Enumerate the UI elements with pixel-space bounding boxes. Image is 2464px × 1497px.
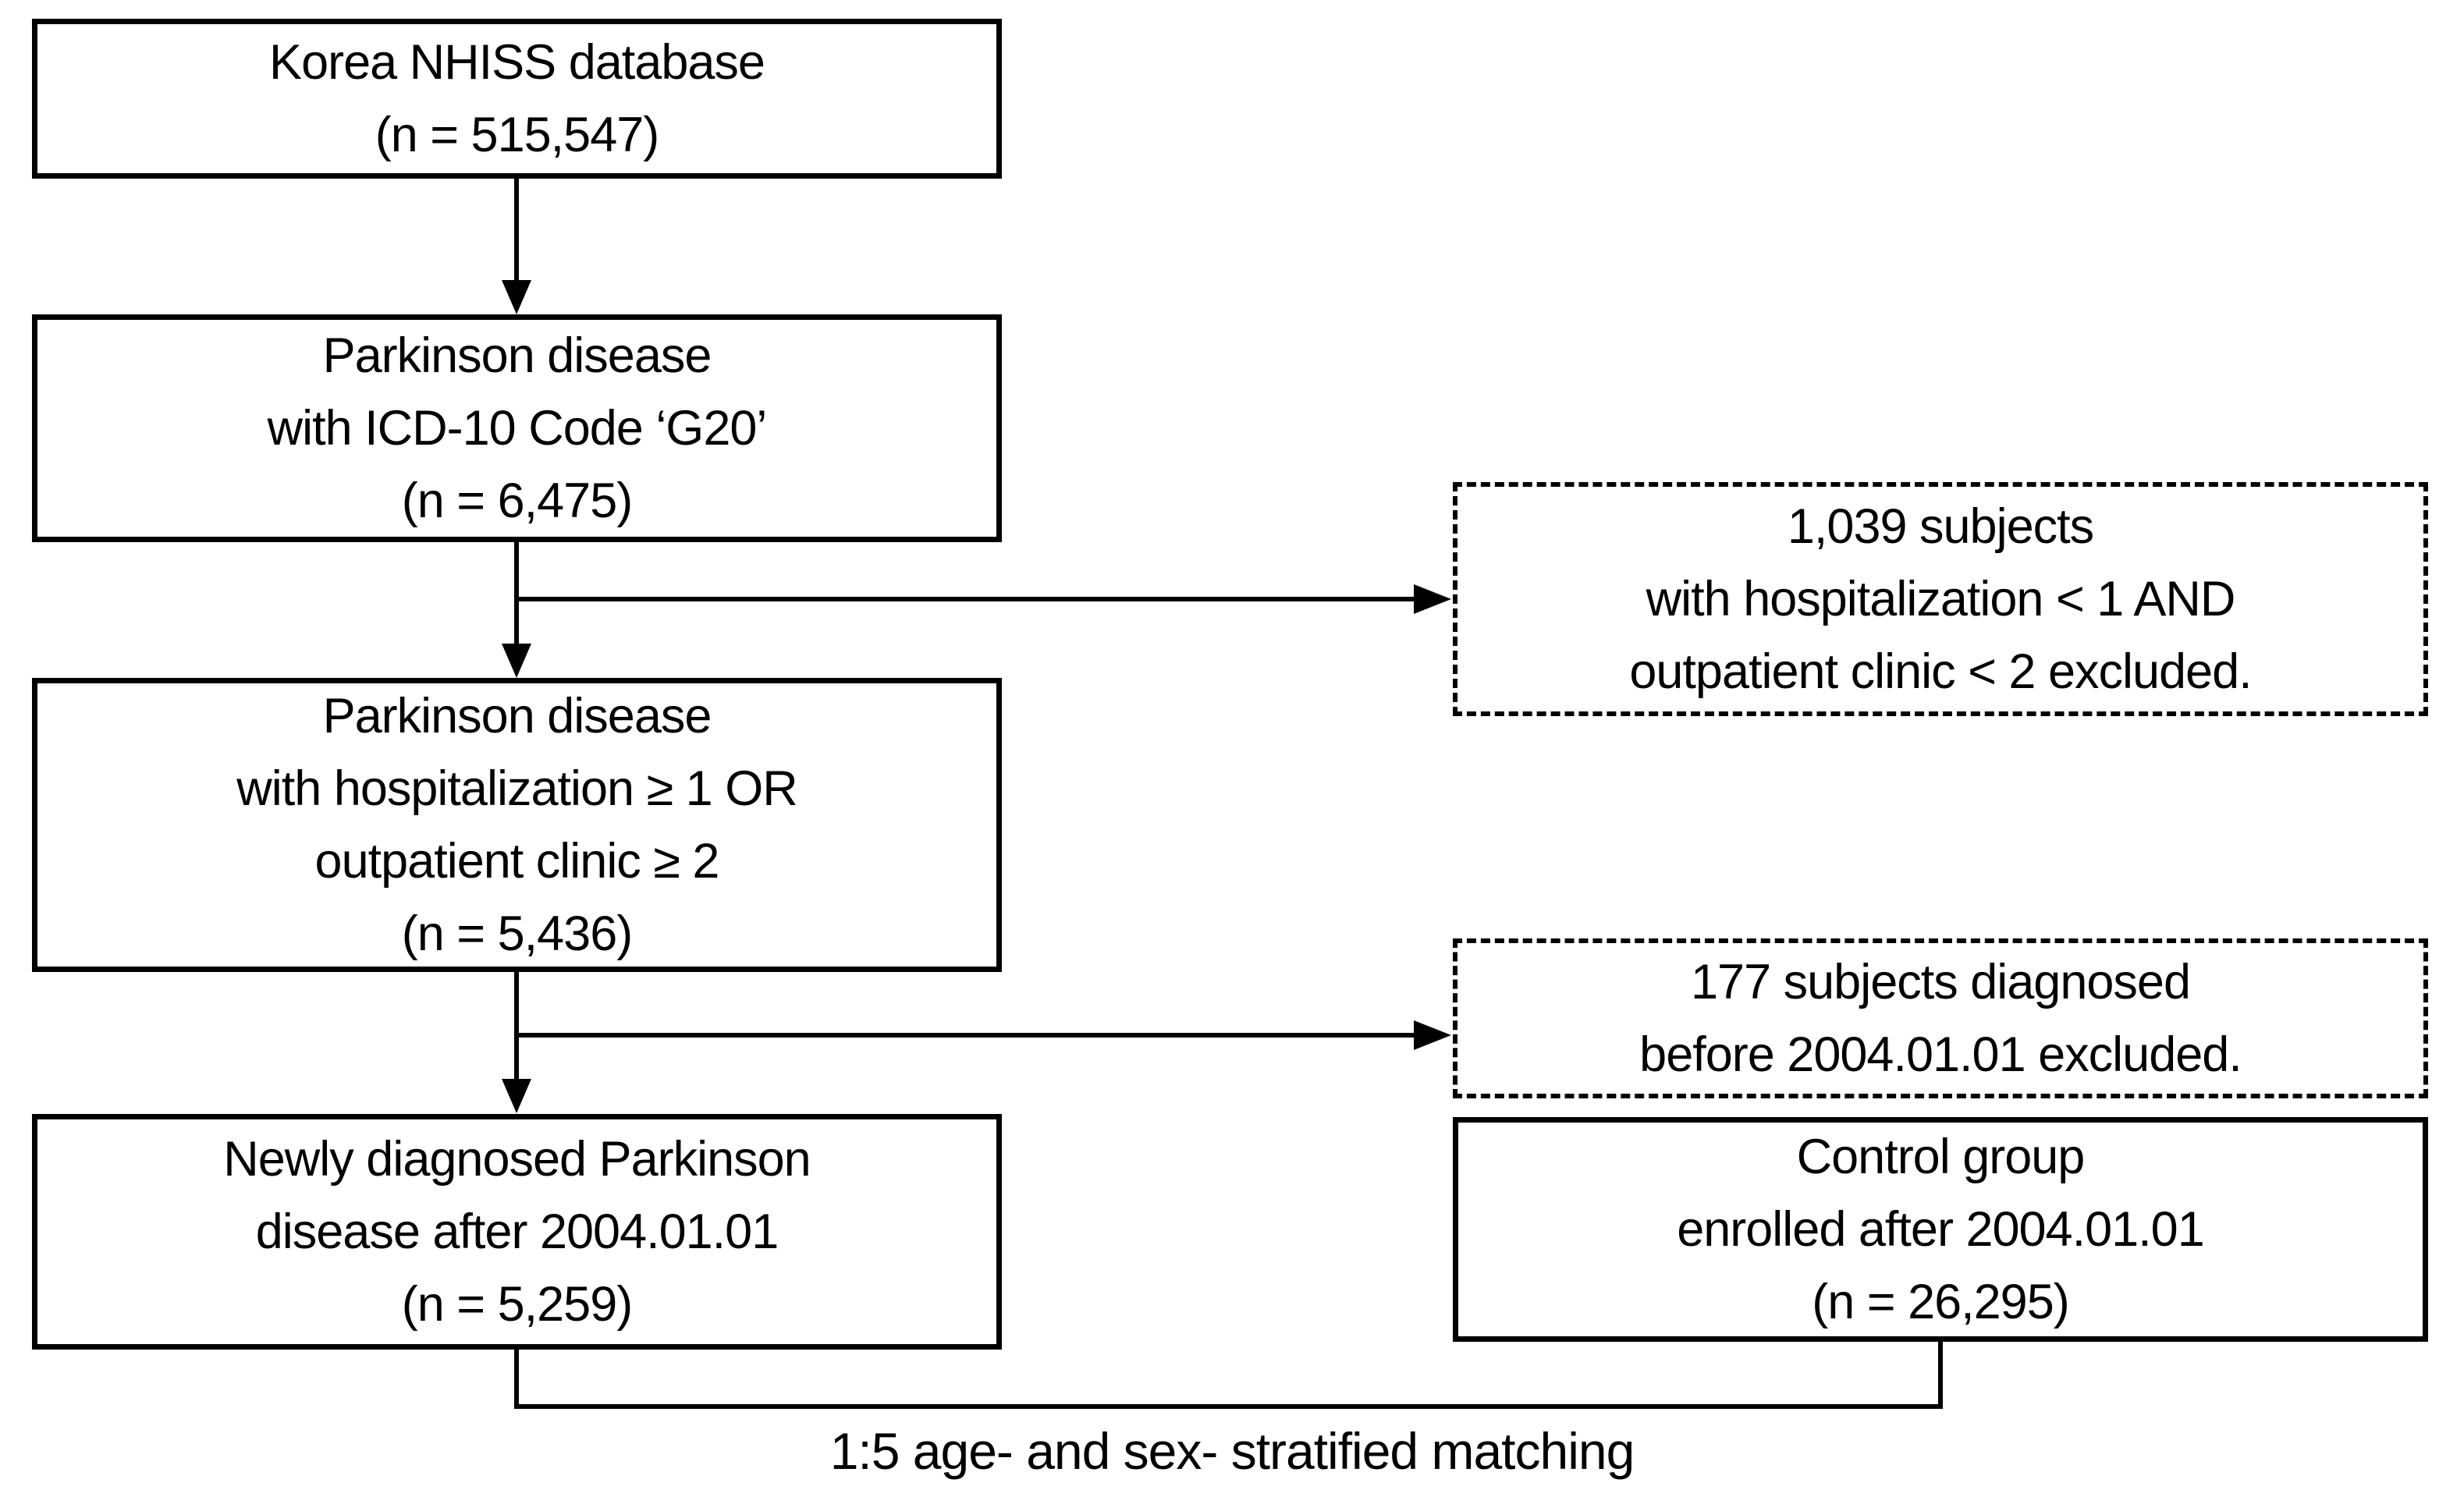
connector-matching-right (1938, 1341, 1943, 1409)
box-korea-nhiss-database: Korea NHISS database (n = 515,547) (32, 19, 1002, 179)
box-text-line: Newly diagnosed Parkinson (223, 1131, 811, 1187)
connector-matching-left (514, 1350, 519, 1409)
box-text-line: outpatient clinic ≥ 2 (314, 833, 720, 889)
connector-branch-to-exclusion-2 (517, 1033, 1414, 1038)
box-text-line: (n = 515,547) (375, 107, 660, 162)
connector-matching-horizontal (514, 1404, 1943, 1409)
box-text-line: with hospitalization < 1 AND (1646, 571, 2236, 626)
box-text-line: Korea NHISS database (269, 34, 765, 90)
box-parkinson-icd10: Parkinson disease with ICD-10 Code ‘G20’… (32, 314, 1002, 542)
box-exclusion-hospitalization: 1,039 subjects with hospitalization < 1 … (1453, 482, 2428, 716)
box-text-line: with ICD-10 Code ‘G20’ (267, 400, 768, 456)
box-text-line: Parkinson disease (322, 688, 712, 743)
connector-criteria-to-newly (514, 972, 519, 1083)
box-text-line: (n = 5,259) (401, 1276, 633, 1332)
arrowhead-down-icon (502, 1079, 531, 1113)
connector-korea-to-icd (514, 179, 519, 283)
box-text-line: (n = 5,436) (401, 906, 633, 961)
arrowhead-right-icon (1414, 1020, 1451, 1050)
box-text-line: 177 subjects diagnosed (1691, 954, 2191, 1009)
box-text-line: before 2004.01.01 excluded. (1639, 1027, 2242, 1082)
arrowhead-right-icon (1414, 584, 1451, 614)
box-text-line: (n = 6,475) (401, 473, 633, 528)
box-exclusion-diagnosed-before: 177 subjects diagnosed before 2004.01.01… (1453, 938, 2428, 1098)
box-text-line: (n = 26,295) (1812, 1274, 2069, 1329)
box-newly-diagnosed: Newly diagnosed Parkinson disease after … (32, 1114, 1002, 1350)
box-control-group: Control group enrolled after 2004.01.01 … (1453, 1117, 2428, 1342)
box-text-line: with hospitalization ≥ 1 OR (236, 761, 797, 816)
matching-label: 1:5 age- and sex- stratified matching (829, 1422, 1635, 1480)
box-text-line: enrolled after 2004.01.01 (1677, 1201, 2205, 1257)
box-text-line: disease after 2004.01.01 (255, 1204, 779, 1259)
box-text-line: 1,039 subjects (1787, 498, 2094, 554)
connector-icd-to-criteria (514, 542, 519, 648)
box-parkinson-criteria: Parkinson disease with hospitalization ≥… (32, 678, 1002, 972)
box-text-line: Control group (1796, 1129, 2086, 1184)
connector-branch-to-exclusion-1 (517, 597, 1414, 601)
box-text-line: outpatient clinic < 2 excluded. (1629, 644, 2252, 699)
arrowhead-down-icon (502, 280, 531, 314)
arrowhead-down-icon (502, 644, 531, 678)
box-text-line: Parkinson disease (322, 328, 712, 383)
